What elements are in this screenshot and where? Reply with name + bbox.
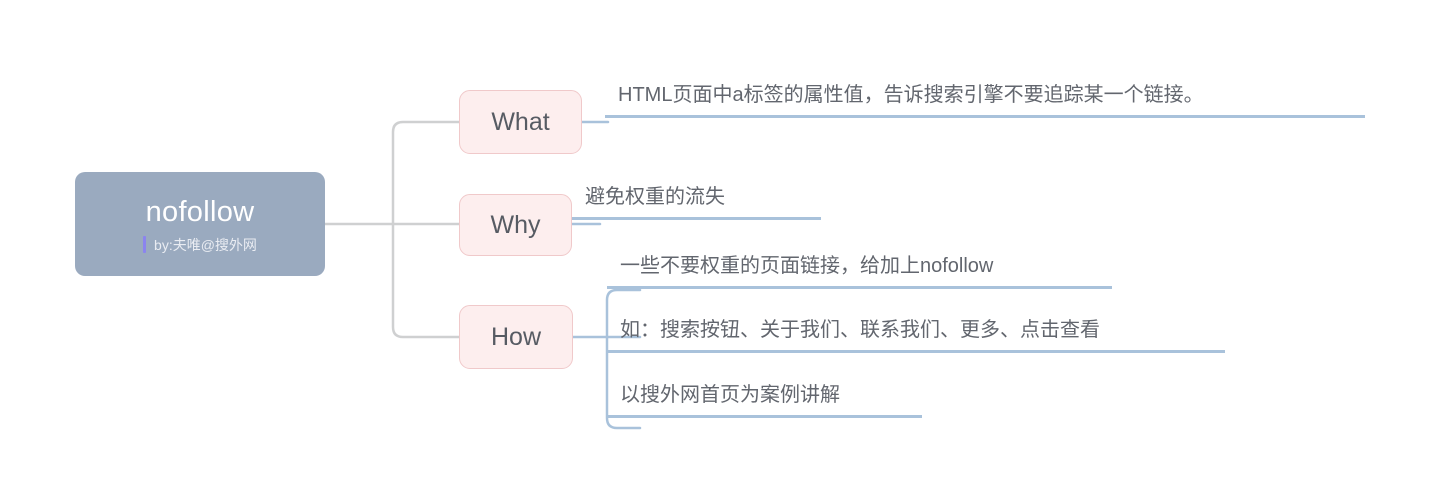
accent-bar-icon bbox=[143, 236, 147, 253]
branch-node-why[interactable]: Why bbox=[459, 194, 572, 256]
leaf-how-2[interactable]: 如：搜索按钮、关于我们、联系我们、更多、点击查看 bbox=[607, 317, 1225, 353]
leaf-how-3[interactable]: 以搜外网首页为案例讲解 bbox=[607, 382, 922, 418]
root-node-byline-wrap: by:夫唯@搜外网 bbox=[143, 236, 257, 254]
root-node-byline: by:夫唯@搜外网 bbox=[154, 236, 257, 253]
leaf-how-1[interactable]: 一些不要权重的页面链接，给加上nofollow bbox=[607, 253, 1112, 289]
root-node-title: nofollow bbox=[145, 195, 255, 228]
leaf-why-1[interactable]: 避免权重的流失 bbox=[572, 184, 821, 220]
connector-root-to-what bbox=[391, 120, 461, 226]
leaf-what-1[interactable]: HTML页面中a标签的属性值，告诉搜索引擎不要追踪某一个链接。 bbox=[605, 82, 1365, 118]
root-node[interactable]: nofollow by:夫唯@搜外网 bbox=[75, 172, 325, 276]
connector-root-to-how bbox=[391, 222, 461, 339]
branch-node-how[interactable]: How bbox=[459, 305, 573, 369]
branch-node-what[interactable]: What bbox=[459, 90, 582, 154]
